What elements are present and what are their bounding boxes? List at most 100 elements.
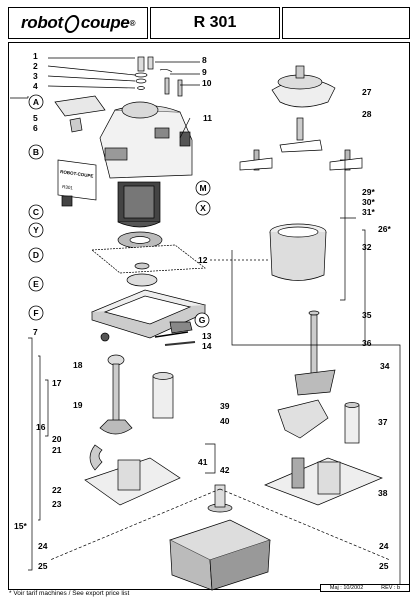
callout-9: 9: [202, 67, 207, 77]
callout-32: 32: [362, 242, 372, 252]
circle-label-g: G: [194, 312, 210, 328]
svg-text:6: 6: [33, 123, 38, 133]
rating-plate-icon: [57, 159, 97, 201]
svg-text:10: 10: [202, 78, 212, 88]
circle-label-d: D: [28, 247, 44, 263]
svg-text:9: 9: [202, 67, 207, 77]
svg-text:5: 5: [33, 113, 38, 123]
svg-text:G: G: [199, 315, 206, 325]
svg-text:26*: 26*: [378, 224, 391, 234]
revision-date: Maj : 10/2002: [329, 585, 364, 591]
callout-30: 30*: [362, 197, 375, 207]
callout-11: 11: [203, 113, 212, 123]
svg-text:13: 13: [202, 331, 212, 341]
motor-base-icon: [169, 484, 271, 591]
callout-25b: 25: [379, 561, 389, 571]
lid-icon: [271, 65, 336, 108]
svg-text:F: F: [33, 308, 38, 318]
callout-28: 28: [362, 109, 372, 119]
svg-text:24: 24: [379, 541, 389, 551]
callout-3: 3: [33, 71, 38, 81]
callout-13: 13: [202, 331, 212, 341]
svg-text:32: 32: [362, 242, 372, 252]
callout-12: 12: [198, 255, 208, 265]
header-blank-box: [282, 7, 410, 39]
svg-text:40: 40: [220, 416, 230, 426]
callout-5: 5: [33, 113, 38, 123]
callout-24b: 24: [379, 541, 389, 551]
blade-set-icon: [239, 117, 363, 171]
brand-logo: robot coupe ®: [8, 7, 148, 39]
svg-text:3: 3: [33, 71, 38, 81]
svg-text:34: 34: [380, 361, 390, 371]
svg-text:42: 42: [220, 465, 230, 475]
svg-text:38: 38: [378, 488, 388, 498]
svg-text:B: B: [33, 147, 39, 157]
callout-20: 20: [52, 434, 62, 444]
svg-text:27: 27: [362, 87, 372, 97]
callout-26: 26*: [378, 224, 391, 234]
callout-36: 36: [362, 338, 372, 348]
registered-mark: ®: [129, 18, 136, 28]
diagram-frame: [8, 42, 410, 590]
callout-14: 14: [202, 341, 212, 351]
svg-text:2: 2: [33, 61, 38, 71]
svg-text:39: 39: [220, 401, 230, 411]
callout-18: 18: [73, 360, 83, 370]
revision-box: Maj : 10/2002 REV : b: [320, 584, 410, 592]
callout-17: 17: [52, 378, 62, 388]
svg-text:M: M: [199, 183, 206, 193]
svg-text:19: 19: [73, 400, 83, 410]
gasket-sheet-icon: [91, 244, 206, 274]
svg-text:31*: 31*: [362, 207, 375, 217]
svg-text:4: 4: [33, 81, 38, 91]
svg-text:15*: 15*: [14, 521, 27, 531]
callout-22: 22: [52, 485, 62, 495]
circle-label-b: B: [28, 144, 44, 160]
motor-assembly-icon: [117, 181, 163, 249]
svg-text:11: 11: [203, 113, 212, 123]
svg-text:23: 23: [52, 499, 62, 509]
callout-6: 6: [33, 123, 38, 133]
svg-text:21: 21: [52, 445, 62, 455]
svg-text:14: 14: [202, 341, 212, 351]
svg-text:16: 16: [36, 422, 46, 432]
svg-text:E: E: [33, 279, 39, 289]
callout-8: 8: [202, 55, 207, 65]
circle-label-f: F: [28, 305, 44, 321]
circle-label-x: X: [195, 200, 211, 216]
callout-29: 29*: [362, 187, 375, 197]
cutter-attachment-icon: [84, 354, 181, 506]
svg-text:22: 22: [52, 485, 62, 495]
svg-text:Y: Y: [33, 225, 39, 235]
callout-2: 2: [33, 61, 38, 71]
svg-text:28: 28: [362, 109, 372, 119]
bowl-icon: [269, 223, 327, 281]
svg-text:25: 25: [379, 561, 389, 571]
callout-21: 21: [52, 445, 62, 455]
svg-text:1: 1: [33, 51, 38, 61]
svg-text:C: C: [33, 207, 39, 217]
revision-code: REV : b: [381, 585, 401, 591]
bracket-icon: [54, 95, 106, 133]
svg-text:A: A: [33, 97, 39, 107]
plate-model: R301: [62, 184, 74, 191]
svg-text:29*: 29*: [362, 187, 375, 197]
svg-text:D: D: [33, 250, 39, 260]
svg-text:7: 7: [33, 327, 38, 337]
callout-24a: 24: [38, 541, 48, 551]
vegetable-attachment-icon: [264, 310, 383, 506]
callout-35: 35: [362, 310, 372, 320]
circle-label-e: E: [28, 276, 44, 292]
plate-brand: ROBOT-COUPE: [60, 169, 94, 179]
circle-label-a: A: [28, 94, 44, 110]
callout-37: 37: [378, 417, 388, 427]
callout-1: 1: [33, 51, 38, 61]
callout-31: 31*: [362, 207, 375, 217]
svg-text:18: 18: [73, 360, 83, 370]
svg-text:37: 37: [378, 417, 388, 427]
footnote: * Voir tarif machines / See export price…: [9, 590, 130, 597]
callout-7: 7: [33, 327, 38, 337]
svg-text:35: 35: [362, 310, 372, 320]
